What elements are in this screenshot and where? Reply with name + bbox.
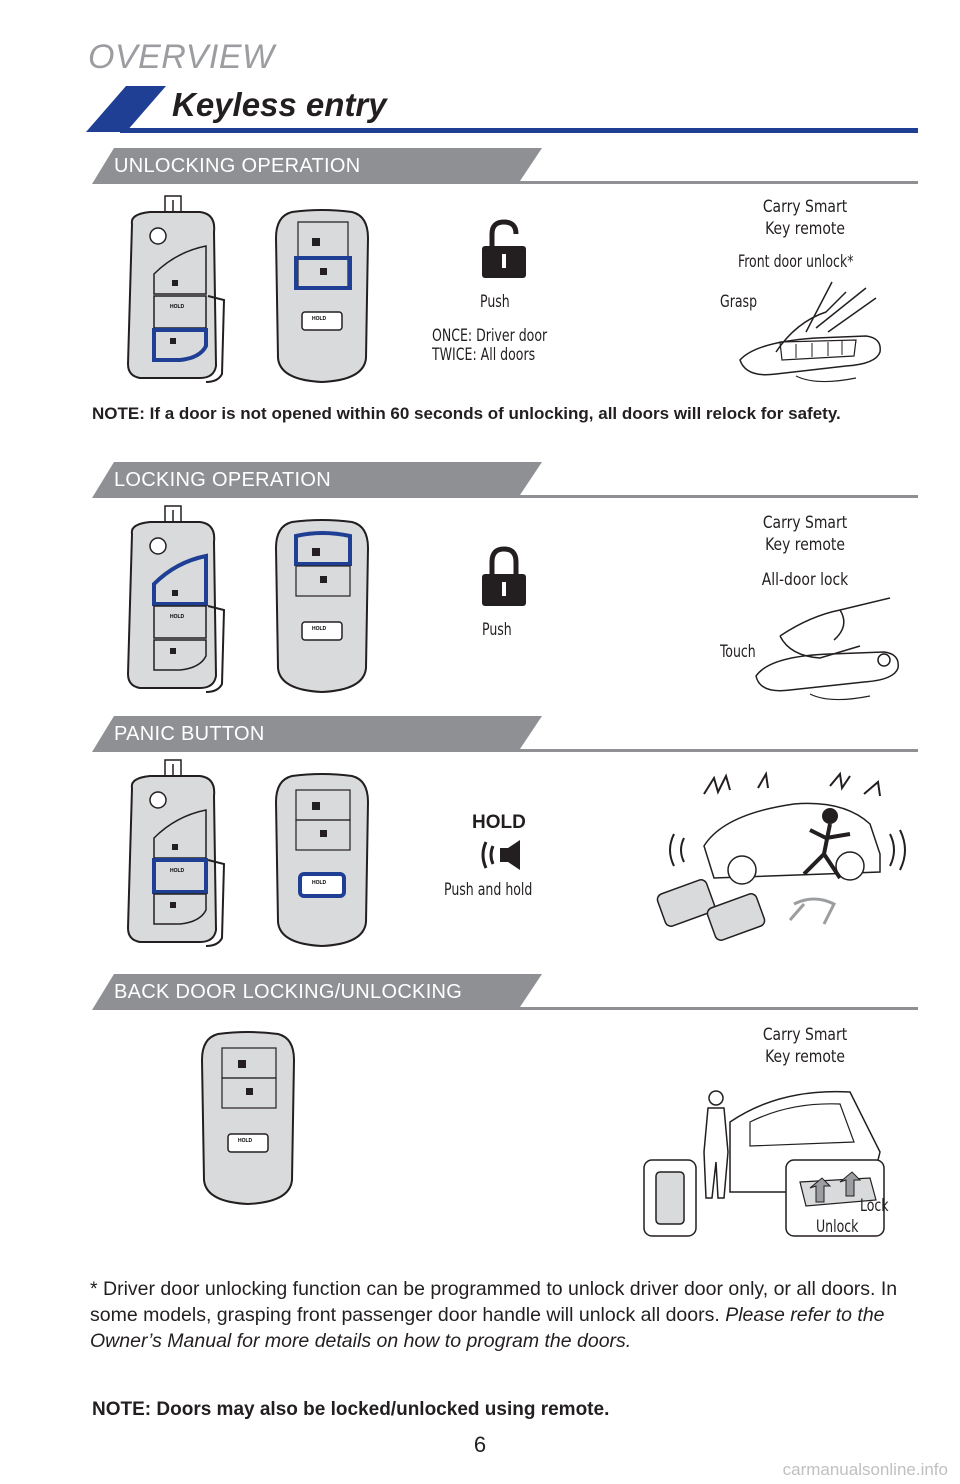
svg-text:HOLD: HOLD — [312, 626, 327, 632]
key-fob-flip-icon: HOLD — [126, 195, 226, 383]
unlock-label: Unlock — [816, 1217, 859, 1237]
carry-smart-label: Carry Smart — [762, 513, 848, 533]
watermark: carmanualsonline.info — [782, 1460, 948, 1479]
final-note: NOTE: Doors may also be locked/unlocked … — [92, 1399, 610, 1420]
page-number: 6 — [473, 1432, 487, 1457]
carry-smart-label: Carry Smart — [762, 1025, 848, 1045]
key-fob-flip-icon: HOLD — [126, 759, 226, 947]
panic-hold-icon — [481, 840, 520, 870]
section-header-locking: LOCKING OPERATION — [92, 462, 918, 502]
hold-label: HOLD — [472, 812, 526, 833]
svg-text:HOLD: HOLD — [170, 868, 185, 874]
lock-label: Lock — [860, 1196, 889, 1216]
back-door-icon — [643, 1090, 885, 1237]
page-title: Keyless entry — [172, 86, 387, 123]
section-header-panic: PANIC BUTTON — [92, 716, 918, 756]
key-remote-label: Key remote — [765, 219, 845, 239]
front-door-unlock-label: Front door unlock* — [738, 252, 854, 272]
key-remote-label: Key remote — [765, 1047, 845, 1067]
push-and-hold-label: Push and hold — [444, 880, 533, 900]
push-label: Push — [480, 292, 510, 312]
carry-smart-label: Carry Smart — [762, 197, 848, 217]
footnote-main: * Driver door unlocking function can be … — [90, 1278, 898, 1326]
key-fob-flip-icon: HOLD — [126, 505, 226, 693]
door-handle-grasp-icon — [739, 281, 881, 383]
touch-label: Touch — [720, 642, 756, 662]
all-door-lock-label: All-door lock — [761, 570, 849, 590]
section-header-unlocking: UNLOCKING OPERATION — [92, 148, 918, 188]
lock-icon — [482, 546, 526, 606]
unlock-icon — [482, 219, 526, 278]
grasp-label: Grasp — [720, 292, 758, 312]
once-label: ONCE: Driver door — [432, 326, 548, 346]
svg-text:HOLD: HOLD — [170, 614, 185, 620]
smart-key-icon: HOLD — [274, 519, 370, 694]
footnote: * Driver door unlocking function can be … — [90, 1276, 905, 1354]
twice-label: TWICE: All doors — [432, 345, 536, 365]
footnote-italic: Please refer to the Owner’s Manual for m… — [90, 1304, 885, 1352]
smart-key-icon: HOLD — [200, 1031, 296, 1206]
section-heading: BACK DOOR LOCKING/UNLOCKING — [114, 981, 463, 1003]
smart-key-icon: HOLD — [274, 773, 370, 948]
push-label: Push — [482, 620, 512, 640]
unlock-note: NOTE: If a door is not opened within 60 … — [92, 404, 841, 423]
section-heading: PANIC BUTTON — [114, 723, 265, 745]
key-remote-label: Key remote — [765, 535, 845, 555]
svg-text:HOLD: HOLD — [170, 304, 185, 310]
section-heading: LOCKING OPERATION — [114, 469, 331, 491]
smart-key-icon: HOLD — [274, 209, 370, 384]
svg-text:HOLD: HOLD — [312, 316, 327, 322]
door-handle-touch-icon — [755, 597, 899, 701]
svg-text:HOLD: HOLD — [238, 1138, 253, 1144]
section-heading: UNLOCKING OPERATION — [114, 155, 361, 177]
title-bar — [86, 86, 918, 133]
car-alarm-icon — [656, 770, 906, 941]
svg-text:HOLD: HOLD — [312, 880, 327, 886]
section-header-back-door: BACK DOOR LOCKING/UNLOCKING — [92, 974, 918, 1014]
overview-label: OVERVIEW — [88, 38, 275, 76]
